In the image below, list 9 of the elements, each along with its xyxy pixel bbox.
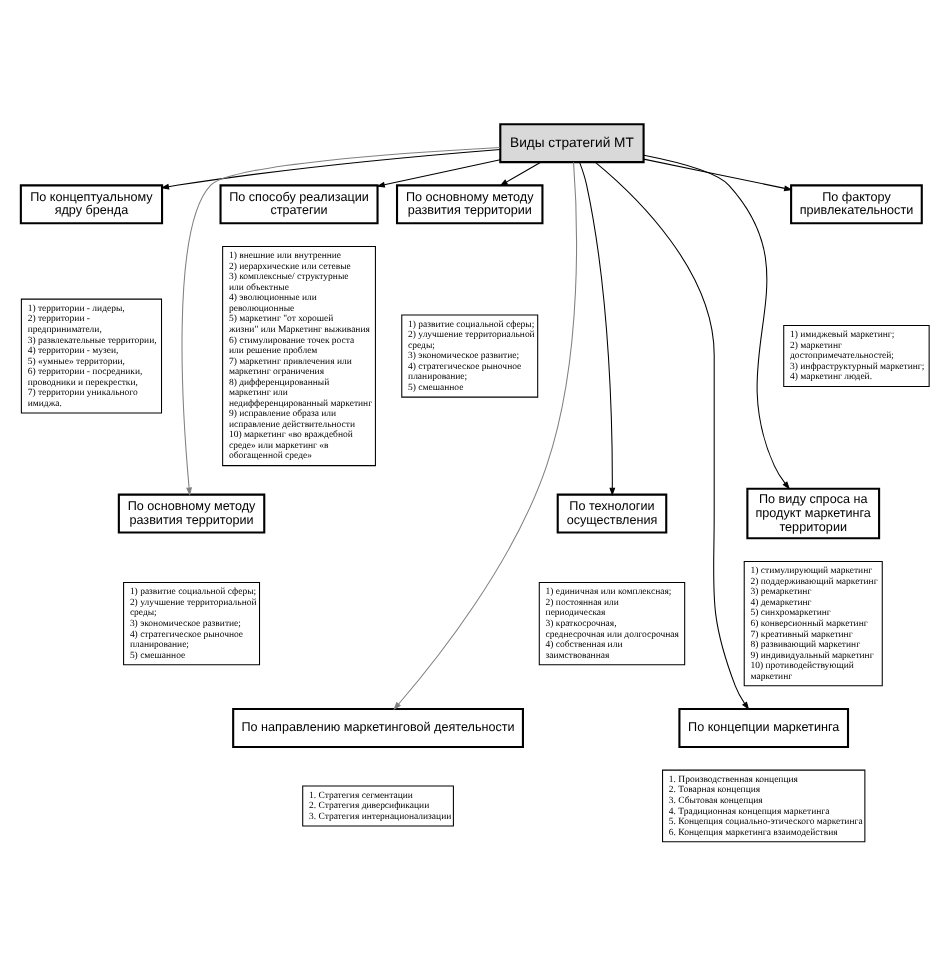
arrow: [181, 146, 501, 495]
arrow: [643, 157, 793, 191]
arrow: [594, 160, 750, 710]
arrow: [643, 153, 791, 489]
arrow: [579, 160, 616, 496]
arrow: [393, 160, 578, 710]
arrow: [160, 147, 501, 189]
arrow: [499, 160, 542, 186]
arrow: [376, 158, 501, 187]
